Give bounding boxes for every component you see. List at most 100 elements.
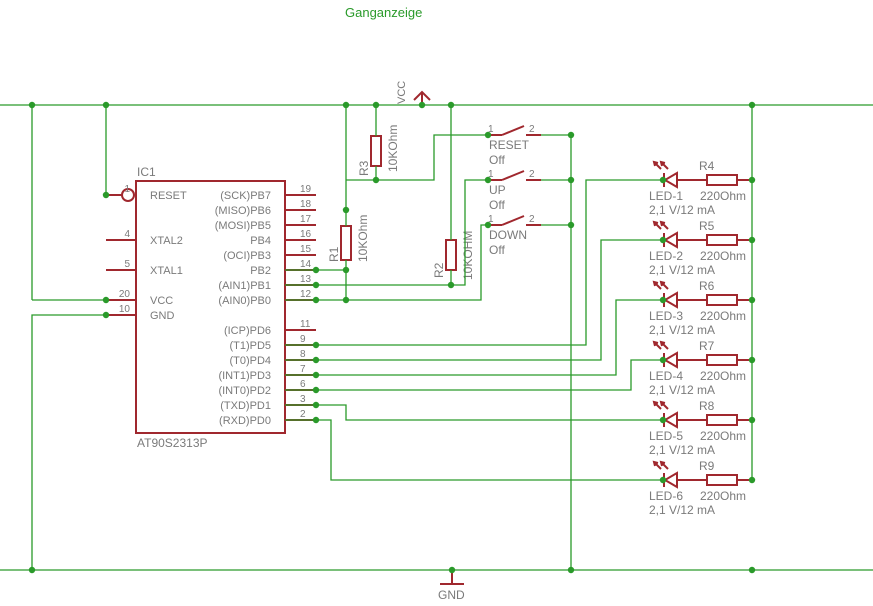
pin-name: (T1)PD5: [229, 340, 271, 352]
series-resistor-body: [706, 354, 738, 366]
resistor-value: 220Ohm: [700, 249, 746, 263]
pin-name: XTAL2: [150, 235, 183, 247]
junction-dot: [312, 266, 320, 274]
pin-name: (INT1)PD3: [218, 370, 271, 382]
ic-left-wiring: [31, 105, 107, 570]
junction-dot: [659, 356, 667, 364]
pin-number: 13: [300, 274, 312, 285]
pin-name: GND: [150, 310, 175, 322]
led-ref: LED-3: [649, 309, 683, 323]
resistor-value: 10KOHM: [461, 231, 475, 280]
junction-dot: [748, 236, 756, 244]
switch-pin-2: 2: [529, 169, 535, 180]
junction-dot: [312, 401, 320, 409]
series-resistor-body: [706, 294, 738, 306]
resistor-value: 10KOhm: [386, 125, 400, 172]
resistor-value: 220Ohm: [700, 309, 746, 323]
junction-dot: [312, 416, 320, 424]
junction-dot: [312, 281, 320, 289]
light-emission-arrows-icon: [652, 340, 669, 350]
junction-dot: [312, 386, 320, 394]
pin-name: (AIN1)PB1: [218, 280, 271, 292]
junction-dot: [312, 371, 320, 379]
junction-dot: [748, 416, 756, 424]
pin-name: (MOSI)PB5: [215, 220, 271, 232]
switch-pin-2: 2: [529, 124, 535, 135]
pin-number: 12: [300, 289, 312, 300]
led-ref: LED-1: [649, 189, 683, 203]
led-rating: 2,1 V/12 mA: [649, 383, 715, 397]
switch-name: DOWN: [489, 228, 527, 242]
switch-state: Off: [489, 198, 505, 212]
junction-dot: [28, 101, 36, 109]
pullup-resistor: R1 10KOhm: [327, 215, 370, 262]
ic-part: AT90S2313P: [137, 436, 208, 450]
junction-dot: [312, 341, 320, 349]
ic-ref: IC1: [137, 165, 156, 179]
switch-name: UP: [489, 183, 506, 197]
led-ref: LED-4: [649, 369, 683, 383]
pin-number: 15: [300, 244, 312, 255]
junction-dot: [372, 101, 380, 109]
pin-name: (OCI)PB3: [223, 250, 271, 262]
junction-dot: [447, 281, 455, 289]
gnd-symbol: GND: [438, 570, 465, 602]
led-ref: LED-5: [649, 429, 683, 443]
series-resistor-body: [706, 414, 738, 426]
series-resistor-body: [706, 234, 738, 246]
junction-dot: [567, 176, 575, 184]
portb-wiring: [285, 105, 488, 301]
junction-dot: [447, 101, 455, 109]
pin-number: 8: [300, 349, 306, 360]
resistor-value: 220Ohm: [700, 429, 746, 443]
resistor-body: [445, 239, 457, 271]
pin-number: 16: [300, 229, 312, 240]
pin-number: 17: [300, 214, 312, 225]
switch-lever: [501, 215, 525, 226]
led-diode-icon: [663, 231, 678, 249]
led-diode-icon: [663, 411, 678, 429]
junctions: [28, 101, 756, 574]
junction-dot: [567, 566, 575, 574]
led-rating: 2,1 V/12 mA: [649, 503, 715, 517]
resistor-body: [370, 135, 382, 167]
resistor-ref: R4: [699, 159, 715, 173]
ic-body: IC1 AT90S2313P: [135, 165, 286, 450]
junction-dot: [342, 206, 350, 214]
pin-number: 18: [300, 199, 312, 210]
pin-number: 4: [124, 229, 130, 240]
junction-dot: [342, 101, 350, 109]
led-rating: 2,1 V/12 mA: [649, 323, 715, 337]
ic-right-pin: 11(ICP)PD6: [224, 319, 316, 337]
switch-state: Off: [489, 153, 505, 167]
junction-dot: [418, 101, 426, 109]
junction-dot: [102, 191, 110, 199]
pin-number: 14: [300, 259, 312, 270]
pin-name: RESET: [150, 190, 187, 202]
junction-dot: [484, 176, 492, 184]
junction-dot: [748, 176, 756, 184]
resistor-ref: R9: [699, 459, 715, 473]
pin-number: 11: [300, 319, 311, 330]
resistor-ref: R1: [327, 246, 341, 262]
pin-number: 5: [124, 259, 130, 270]
resistor-ref: R8: [699, 399, 715, 413]
pin-name: (INT0)PD2: [218, 385, 271, 397]
portd-wiring: [285, 179, 663, 481]
resistor-value: 10KOhm: [356, 215, 370, 262]
led-diode-icon: [663, 351, 678, 369]
vcc-label: VCC: [396, 81, 408, 104]
junction-dot: [659, 236, 667, 244]
led-diode-icon: [663, 471, 678, 489]
pin-number: 3: [300, 394, 306, 405]
